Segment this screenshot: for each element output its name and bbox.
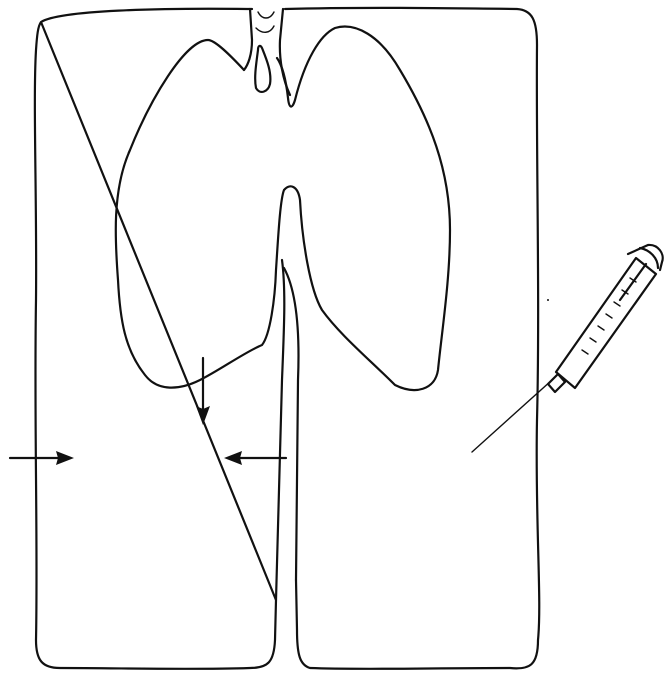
trachea-ring <box>256 12 274 32</box>
body-cavity-outline <box>35 8 539 669</box>
larynx-lumen <box>255 46 270 92</box>
mediastinal-septum-inner <box>284 268 298 580</box>
mediastinal-septum <box>276 260 284 600</box>
stray-mark <box>547 299 549 301</box>
syringe-with-needle <box>472 245 663 452</box>
arrow-down <box>196 358 210 425</box>
arrow-right <box>10 451 74 465</box>
trachea <box>244 9 290 95</box>
arrow-left <box>224 451 286 465</box>
